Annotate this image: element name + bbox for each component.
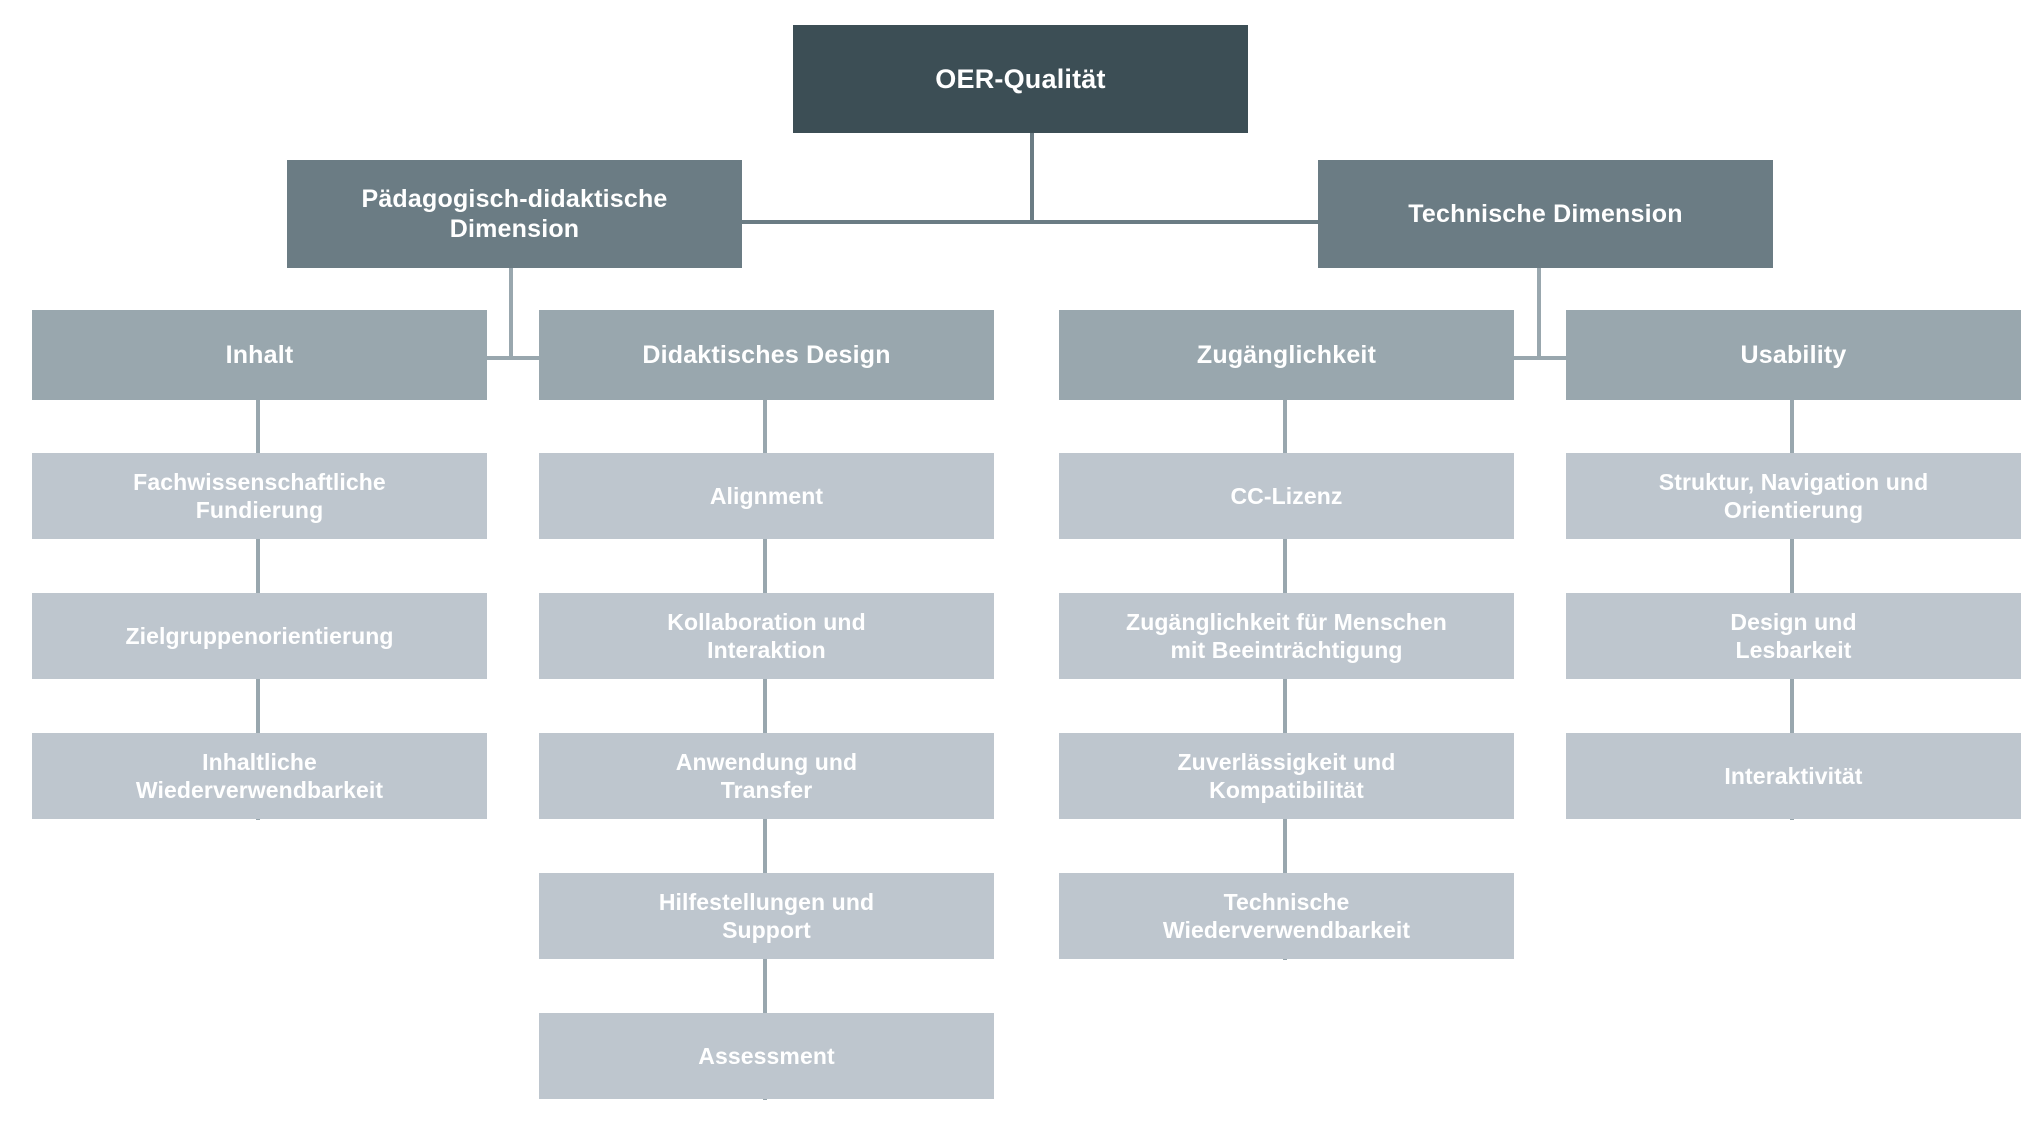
node-label: Interaktivität bbox=[1724, 762, 1863, 789]
connector-dim-left-stem bbox=[509, 268, 513, 360]
node-category-zugaenglichkeit[interactable]: Zugänglichkeit bbox=[1059, 310, 1514, 400]
node-label: Zugänglichkeit bbox=[1196, 340, 1377, 369]
node-label: CC-Lizenz bbox=[1230, 482, 1343, 509]
node-label: Inhaltliche Wiederverwendbarkeit bbox=[135, 748, 384, 803]
node-label: Pädagogisch-didaktische Dimension bbox=[361, 184, 668, 244]
node-label: Usability bbox=[1740, 340, 1847, 369]
node-category-didaktisches-design[interactable]: Didaktisches Design bbox=[539, 310, 994, 400]
node-leaf-interaktivitaet[interactable]: Interaktivität bbox=[1566, 733, 2021, 819]
node-root-oer-qualitaet[interactable]: OER-Qualität bbox=[793, 25, 1248, 133]
node-leaf-assessment[interactable]: Assessment bbox=[539, 1013, 994, 1099]
node-label: Assessment bbox=[698, 1042, 835, 1069]
node-leaf-zuverlaessigkeit-und-kompatibilitaet[interactable]: Zuverlässigkeit und Kompatibilität bbox=[1059, 733, 1514, 819]
node-label: Zugänglichkeit für Menschen mit Beeinträ… bbox=[1126, 608, 1447, 663]
node-label: Anwendung und Transfer bbox=[675, 748, 858, 803]
node-label: Fachwissenschaftliche Fundierung bbox=[133, 468, 386, 523]
node-leaf-kollaboration-und-interaktion[interactable]: Kollaboration und Interaktion bbox=[539, 593, 994, 679]
connector-spine-zugaenglichkeit bbox=[1283, 400, 1287, 960]
connector-category-bus-right bbox=[1283, 356, 1790, 360]
node-category-usability[interactable]: Usability bbox=[1566, 310, 2021, 400]
node-label: Zielgruppenorientierung bbox=[125, 622, 394, 649]
node-leaf-alignment[interactable]: Alignment bbox=[539, 453, 994, 539]
node-leaf-hilfestellungen-und-support[interactable]: Hilfestellungen und Support bbox=[539, 873, 994, 959]
node-leaf-design-und-lesbarkeit[interactable]: Design und Lesbarkeit bbox=[1566, 593, 2021, 679]
node-category-inhalt[interactable]: Inhalt bbox=[32, 310, 487, 400]
node-leaf-struktur-navigation-und-orientierung[interactable]: Struktur, Navigation und Orientierung bbox=[1566, 453, 2021, 539]
node-label: Didaktisches Design bbox=[642, 340, 891, 369]
connector-category-bus-left bbox=[256, 356, 763, 360]
node-label: Zuverlässigkeit und Kompatibilität bbox=[1177, 748, 1396, 803]
node-label: Technische Dimension bbox=[1408, 199, 1683, 228]
node-label: Kollaboration und Interaktion bbox=[667, 608, 866, 663]
node-leaf-anwendung-und-transfer[interactable]: Anwendung und Transfer bbox=[539, 733, 994, 819]
node-label: Alignment bbox=[709, 482, 824, 509]
node-label: Technische Wiederverwendbarkeit bbox=[1162, 888, 1411, 943]
node-label: Design und Lesbarkeit bbox=[1730, 608, 1857, 663]
node-label: Hilfestellungen und Support bbox=[658, 888, 875, 943]
node-leaf-technische-wiederverwendbarkeit[interactable]: Technische Wiederverwendbarkeit bbox=[1059, 873, 1514, 959]
node-label: Struktur, Navigation und Orientierung bbox=[1658, 468, 1929, 523]
node-dimension-paedagogisch-didaktisch[interactable]: Pädagogisch-didaktische Dimension bbox=[287, 160, 742, 268]
connector-root-stem bbox=[1030, 133, 1034, 224]
node-label: Inhalt bbox=[225, 340, 294, 369]
connector-dimension-bus bbox=[736, 220, 1324, 224]
node-dimension-technische[interactable]: Technische Dimension bbox=[1318, 160, 1773, 268]
node-label: OER-Qualität bbox=[935, 63, 1106, 94]
node-leaf-cc-lizenz[interactable]: CC-Lizenz bbox=[1059, 453, 1514, 539]
node-leaf-inhaltliche-wiederverwendbarkeit[interactable]: Inhaltliche Wiederverwendbarkeit bbox=[32, 733, 487, 819]
connector-dim-right-stem bbox=[1537, 268, 1541, 360]
node-leaf-zugaenglichkeit-fuer-menschen-mit-beeintraechtigung[interactable]: Zugänglichkeit für Menschen mit Beeinträ… bbox=[1059, 593, 1514, 679]
node-leaf-fachwissenschaftliche-fundierung[interactable]: Fachwissenschaftliche Fundierung bbox=[32, 453, 487, 539]
node-leaf-zielgruppenorientierung[interactable]: Zielgruppenorientierung bbox=[32, 593, 487, 679]
